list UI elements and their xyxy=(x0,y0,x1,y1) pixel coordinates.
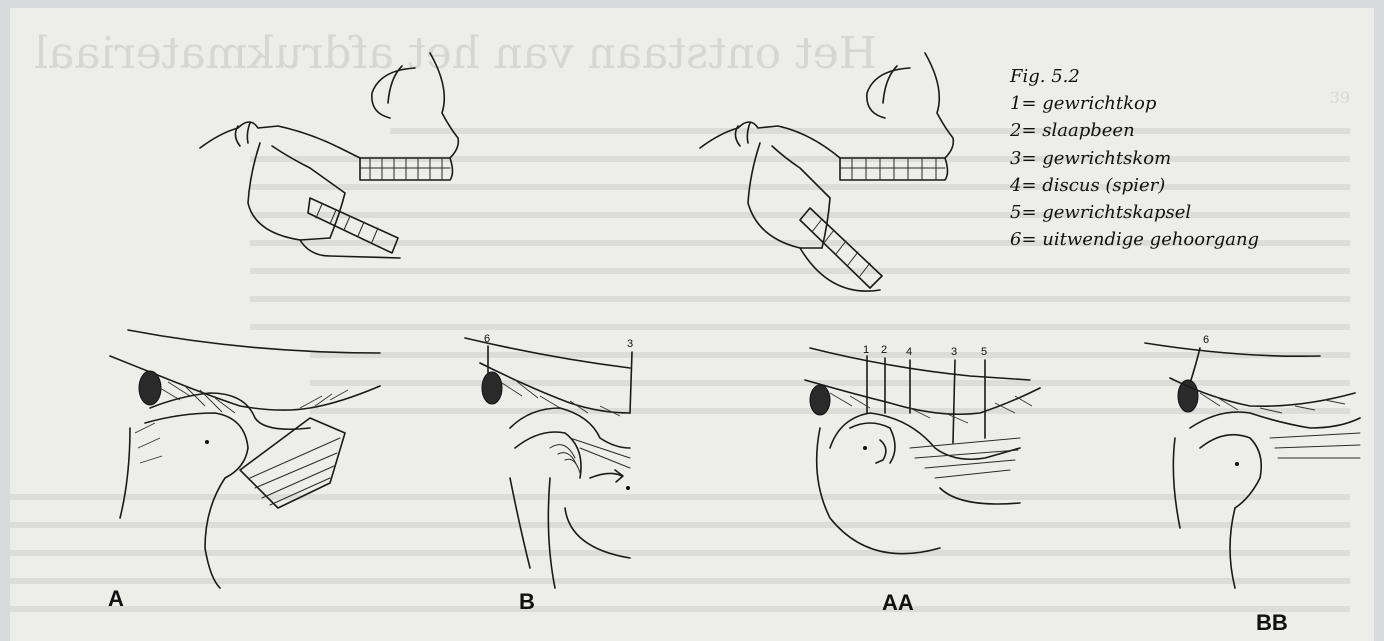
legend-item: 3= gewrichtskom xyxy=(1010,145,1259,172)
panel-label-a: A xyxy=(108,586,124,612)
book-page: Het ontstaan van het afdrukmateriaal 39 xyxy=(10,8,1374,641)
joint-detail-bb-drawing xyxy=(1145,343,1360,588)
panel-label-aa: AA xyxy=(882,590,914,616)
callout-aa-1: 1 xyxy=(863,344,869,356)
callout-aa-4: 4 xyxy=(906,346,912,358)
legend-item: 5= gewrichtskapsel xyxy=(1010,199,1259,226)
joint-detail-a-drawing xyxy=(110,330,380,588)
callout-aa-3: 3 xyxy=(951,346,957,358)
callout-aa-5: 5 xyxy=(981,346,987,358)
panel-label-bb: BB xyxy=(1256,610,1288,636)
skull-closed-mouth-drawing xyxy=(200,53,458,258)
joint-detail-aa-drawing xyxy=(805,348,1040,554)
callout-aa-2: 2 xyxy=(881,344,887,356)
skull-open-mouth-drawing xyxy=(700,53,953,291)
legend-item: 6= uitwendige gehoorgang xyxy=(1010,226,1259,253)
figure-caption: Fig. 5.2 xyxy=(1010,63,1259,90)
figure-legend: Fig. 5.2 1= gewrichtkop 2= slaapbeen 3= … xyxy=(1010,63,1259,253)
legend-item: 4= discus (spier) xyxy=(1010,172,1259,199)
callout-bb-6: 6 xyxy=(1203,334,1209,346)
callout-b-6: 6 xyxy=(484,333,490,345)
legend-item: 1= gewrichtkop xyxy=(1010,90,1259,117)
joint-detail-b-drawing xyxy=(465,338,632,588)
panel-label-b: B xyxy=(519,589,535,615)
legend-item: 2= slaapbeen xyxy=(1010,117,1259,144)
callout-b-3: 3 xyxy=(627,338,633,350)
